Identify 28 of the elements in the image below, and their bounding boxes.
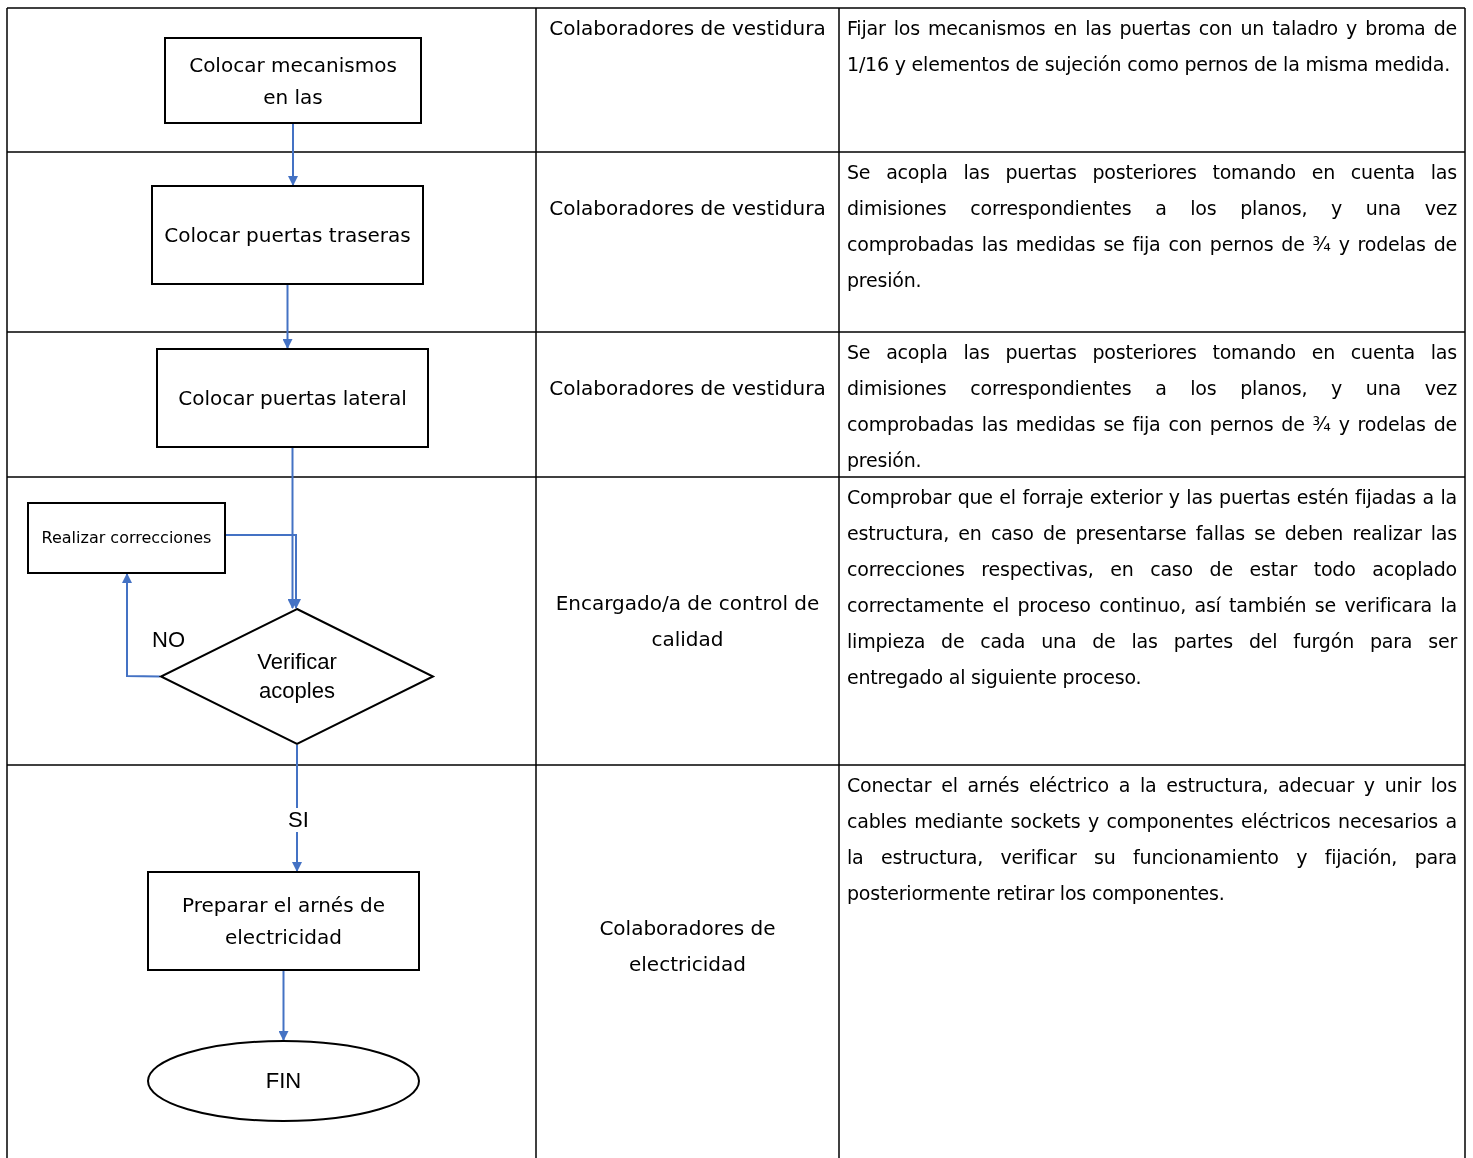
node-label: Preparar el arnés de electricidad (181, 892, 386, 951)
node-label: Colocar puertas lateral (177, 385, 408, 412)
role-text: Colaboradores de electricidad (598, 915, 777, 978)
node-label: Verificar acoples (256, 647, 338, 705)
role-text: Colaboradores de vestidura (548, 15, 827, 42)
process-box (164, 37, 422, 124)
role-text: Encargado/a de control de calidad (554, 590, 821, 653)
node-label: Realizar correcciones (40, 527, 213, 550)
flow-arrow (282, 284, 293, 349)
description-text: Se acopla las puertas posteriores tomando en cuenta las dimisiones correspondientes a los planos, y una vez comprobadas las medidas se fija con pernos de ¾ y rodelas de presión. (847, 340, 1457, 473)
process-box (147, 871, 420, 971)
node-label: Colocar mecanismos en las (188, 51, 398, 111)
role-text: Colaboradores de vestidura (548, 195, 827, 222)
description-text: Fijar los mecanismos en las puertas con un taladro y broma de 1/16 y elementos de sujeción como pernos de la misma medida. (847, 16, 1457, 77)
flow-arrow (122, 573, 161, 678)
description-text: Conectar el arnés eléctrico a la estructura, adecuar y unir los cables mediante sockets y componentes eléctricos necesarios a la estructura, verificar su funcionamiento y fijación, para posteriormente retirar los componentes. (847, 773, 1457, 906)
flow-arrow (225, 534, 301, 609)
role-text: Colaboradores de vestidura (548, 375, 827, 402)
node-label: Colocar puertas traseras (163, 222, 412, 249)
terminator-ellipse (147, 1040, 420, 1122)
description-text: Se acopla las puertas posteriores tomando en cuenta las dimisiones correspondientes a los planos, y una vez comprobadas las medidas se fija con pernos de ¾ y rodelas de presión. (847, 160, 1457, 293)
process-box (27, 502, 226, 574)
description-text: Comprobar que el forraje exterior y las puertas estén fijadas a la estructura, en caso de presentarse fallas se deben realizar las correcciones respectivas, en caso de estar todo acoplado correctamente el proceso continuo, así también se verificara la limpieza de cada una de las partes del furgón para ser entregado al siguiente proceso. (847, 485, 1457, 690)
process-box (156, 348, 429, 448)
flow-arrow (278, 970, 289, 1041)
process-box (151, 185, 424, 285)
node-label: FIN (264, 1066, 303, 1095)
flow-arrow (288, 123, 298, 186)
